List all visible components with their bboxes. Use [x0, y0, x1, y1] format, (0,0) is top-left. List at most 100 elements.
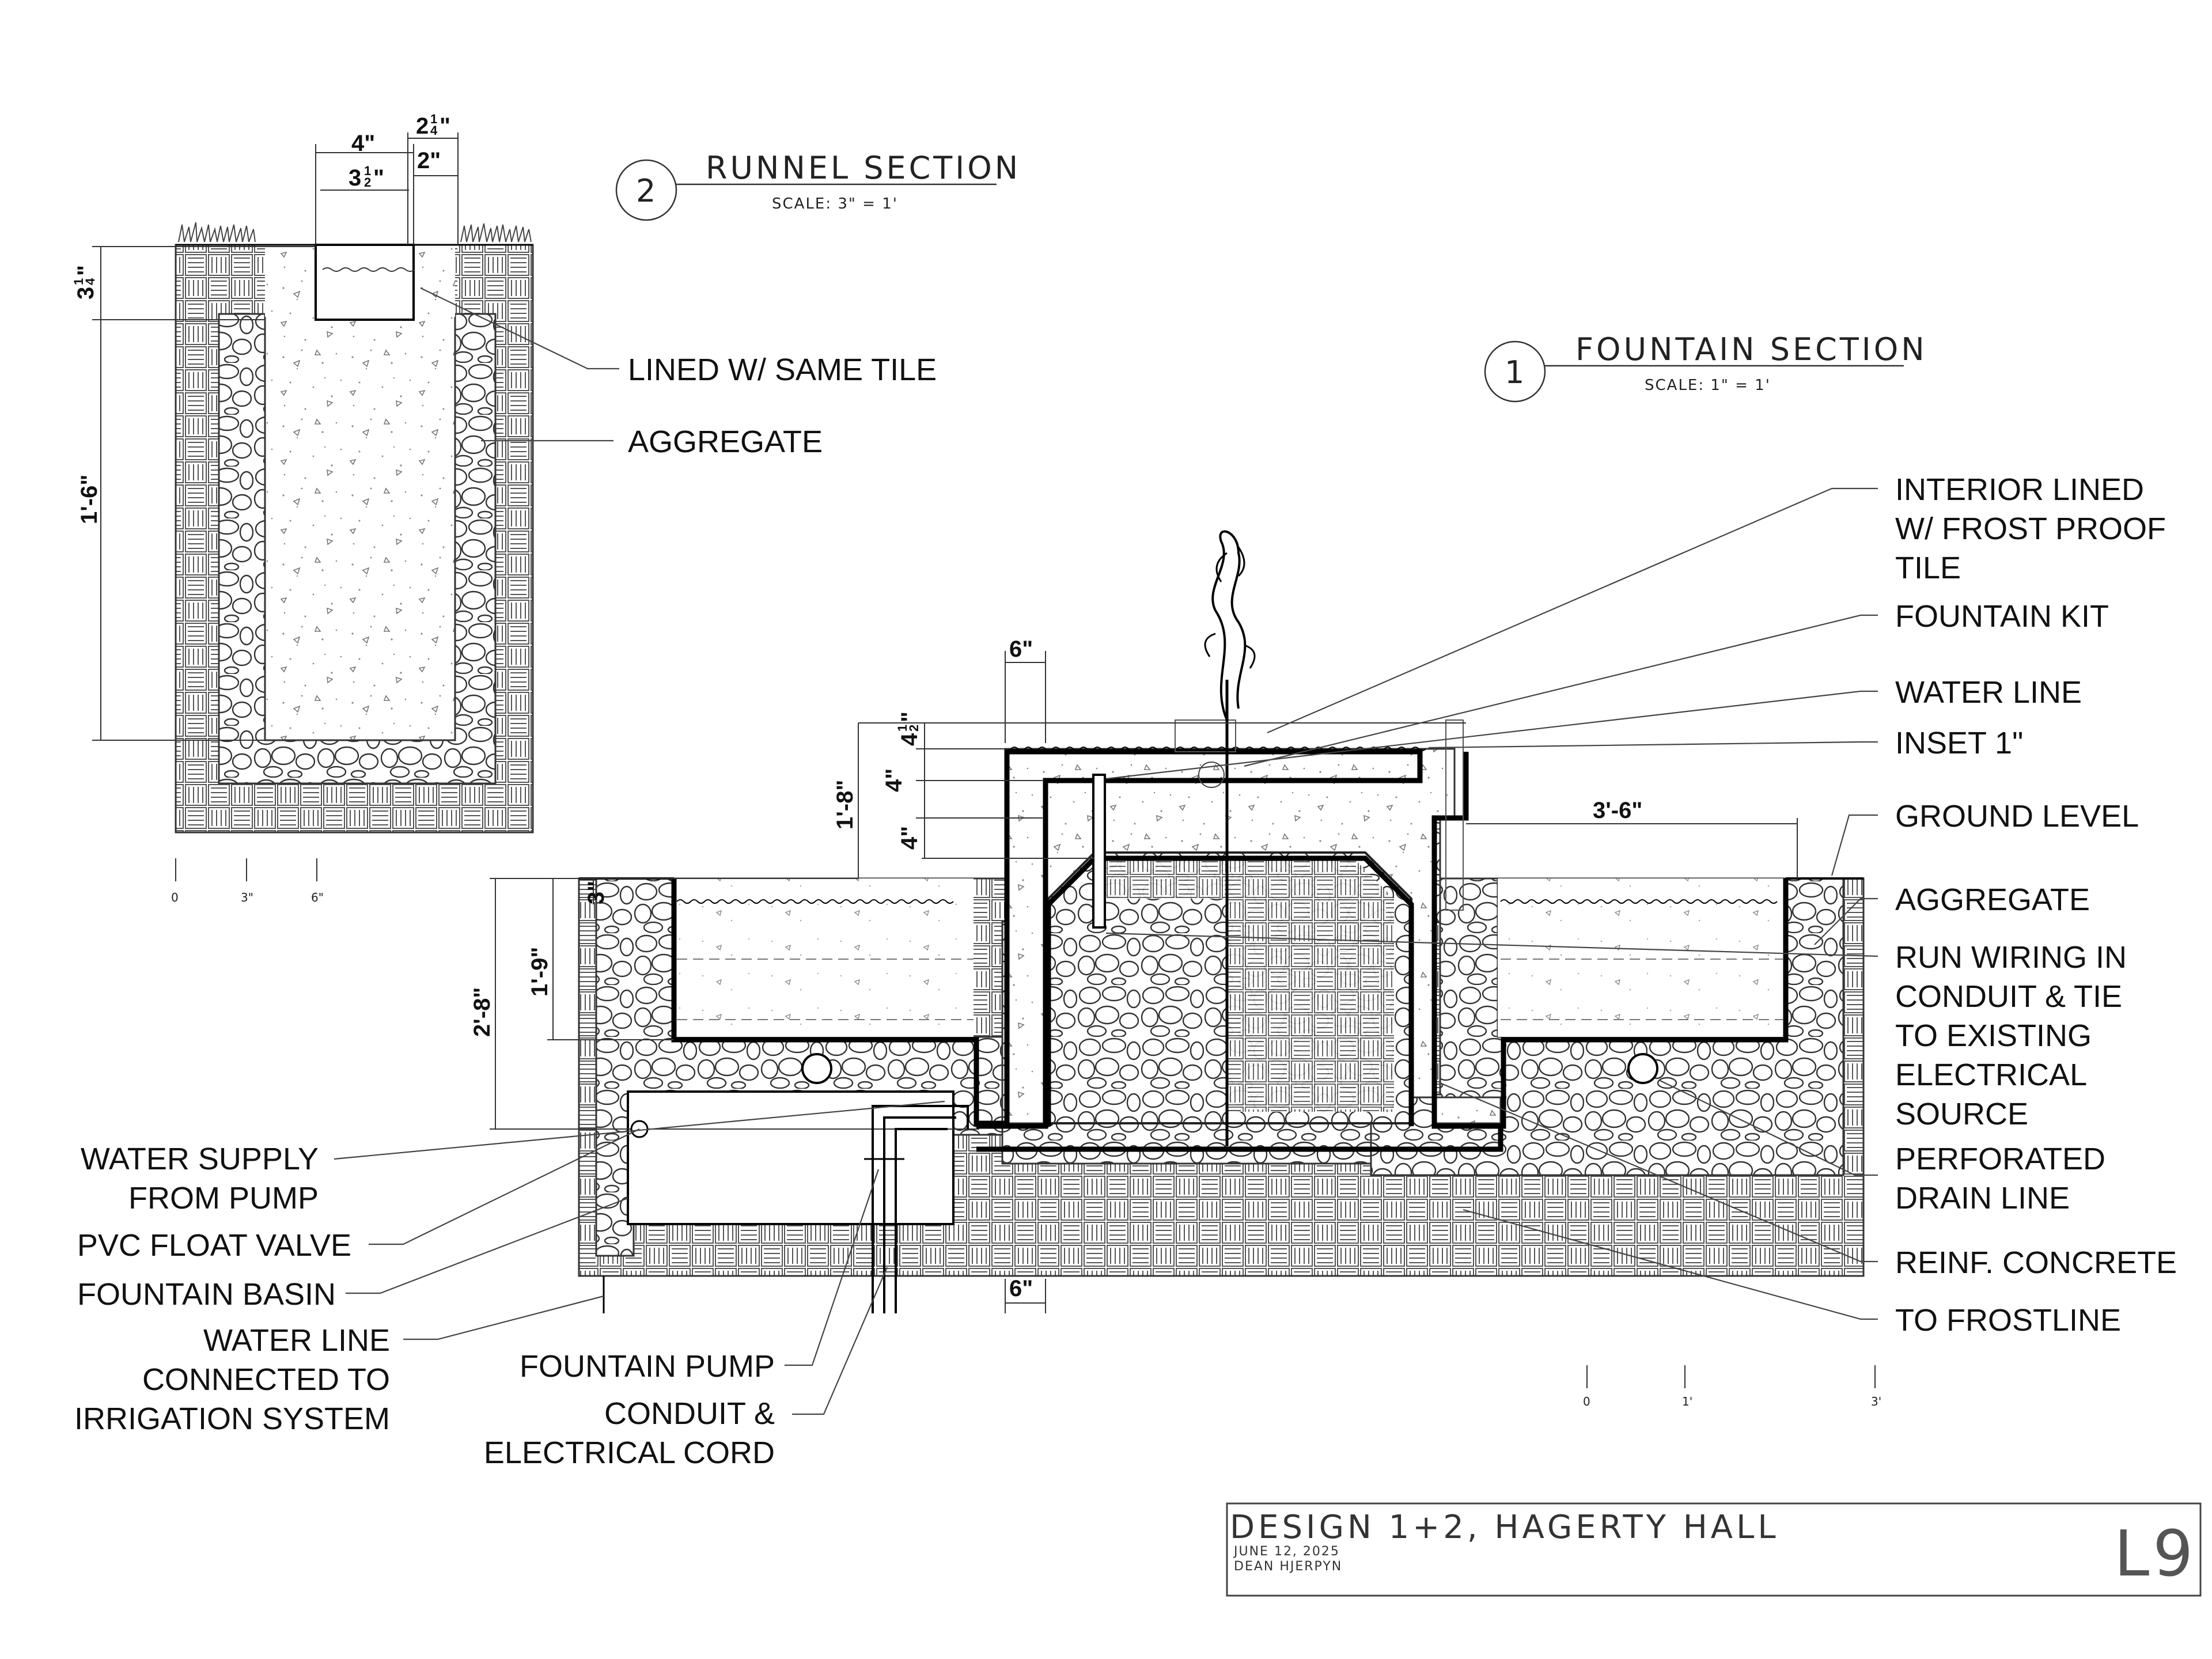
label-to-frostline: TO FROSTLINE: [1895, 1303, 2121, 1338]
fountain-inner-pool: [1046, 775, 1420, 844]
runnel-left-dimensions: [92, 246, 316, 741]
left-drain-line: [801, 1053, 832, 1084]
fountain-dim-3: 3": [584, 881, 609, 904]
runnel-water-surface: [322, 267, 415, 272]
label-water-line-irrig-1: WATER LINE: [203, 1323, 390, 1358]
right-pool-water-lines: [1501, 959, 1783, 1020]
runnel-concrete-core: [264, 313, 456, 741]
fountain-dim-3-6: 3'-6": [1593, 798, 1642, 823]
runnel-dim-4: 4": [351, 131, 375, 156]
label-perforated-2: DRAIN LINE: [1895, 1181, 2070, 1215]
svg-text:3: 3: [349, 165, 361, 191]
leader-lined: [420, 287, 619, 370]
label-wiring-4: ELECTRICAL: [1895, 1058, 2087, 1092]
fountain-dim-1-9: 1'-9": [527, 947, 552, 997]
left-callouts: WATER SUPPLY FROM PUMP PVC FLOAT VALVE F…: [74, 1142, 390, 1436]
label-fountain-basin: FOUNTAIN BASIN: [77, 1277, 336, 1312]
label-interior-lined-3: TILE: [1895, 551, 1961, 585]
runnel-scale-3in: 3": [241, 891, 253, 904]
center-callouts: FOUNTAIN PUMP CONDUIT & ELECTRICAL CORD: [484, 1349, 775, 1470]
fountain-scale-3ft: 3': [1871, 1395, 1881, 1408]
label-water-line-irrig-2: CONNECTED TO: [142, 1362, 390, 1397]
title-block-title: DESIGN 1+2, HAGERTY HALL: [1230, 1509, 1779, 1546]
title-block-author: DEAN HJERPYN: [1234, 1559, 1342, 1574]
sheet-number: L9: [2114, 1517, 2196, 1590]
fountain-dim-6-top: 6": [1009, 637, 1033, 662]
svg-text:2: 2: [416, 113, 429, 139]
label-aggregate-fountain: AGGREGATE: [1895, 882, 2090, 917]
svg-text:": ": [373, 165, 384, 191]
fountain-dim-1-8: 1'-8": [832, 780, 858, 830]
label-wiring-3: TO EXISTING: [1895, 1018, 2092, 1053]
fountain-kit-box: [1175, 719, 1236, 752]
svg-text:2: 2: [907, 725, 921, 732]
fountain-scale-1ft: 1': [1682, 1395, 1692, 1408]
runnel-top-dimensions: [315, 132, 459, 245]
label-water-line: WATER LINE: [1895, 675, 2082, 710]
fountain-dim-2-8: 2'-8": [469, 987, 495, 1037]
right-callouts: INTERIOR LINED W/ FROST PROOF TILE FOUNT…: [1895, 472, 2177, 1338]
title-block-date: JUNE 12, 2025: [1233, 1544, 1340, 1559]
fountain-nozzle-riser: [1092, 774, 1106, 929]
runnel-scale-bar: [175, 858, 317, 881]
label-pvc-float-valve: PVC FLOAT VALVE: [77, 1228, 351, 1263]
title-block: DESIGN 1+2, HAGERTY HALL JUNE 12, 2025 D…: [1226, 1502, 2202, 1597]
runnel-detail-bubble: [615, 159, 677, 221]
fountain-kit-head: [1198, 762, 1225, 788]
fountain-section: 6" 6" 4 1 2 " 4" 4" 1'-8" 3" 1'-9" 2'-8"…: [74, 331, 2177, 1470]
runnel-scale-0: 0: [171, 891, 179, 904]
svg-text:4: 4: [83, 278, 97, 285]
fountain-detail-number: 1: [1505, 354, 1527, 391]
fountain-center-plinth: [1106, 858, 1394, 1112]
label-inset: INSET 1": [1895, 726, 2023, 760]
fountain-basin: [627, 1090, 955, 1225]
right-leaders: [1105, 487, 1878, 1320]
svg-text:2: 2: [364, 175, 371, 190]
fountain-section-scale: SCALE: 1" = 1': [1645, 377, 1771, 394]
svg-text:1: 1: [71, 278, 86, 285]
svg-text:1: 1: [364, 164, 371, 178]
fountain-liner-right: [1431, 752, 1789, 1129]
runnel-dim-2-quarter: 2 1 4 ": [416, 112, 450, 139]
label-interior-lined-1: INTERIOR LINED: [1895, 472, 2144, 507]
label-wiring-5: SOURCE: [1895, 1097, 2028, 1131]
left-pool-water-lines: [677, 959, 974, 1020]
label-ground-level: GROUND LEVEL: [1895, 799, 2139, 834]
fountain-dim-4-half: 4 1 2 ": [895, 711, 922, 746]
label-aggregate-runnel: AGGREGATE: [628, 425, 823, 459]
fountain-dim-6-bottom: 6": [1009, 1276, 1033, 1301]
left-leaders: [334, 1100, 945, 1340]
svg-text:3: 3: [73, 287, 99, 300]
center-leaders: [785, 1169, 888, 1415]
left-reflecting-pool: [674, 878, 974, 1037]
svg-text:": ": [897, 711, 922, 722]
runnel-section: 4" 3 1 2 " 2 1 4 " 2" 3 1 4 " 1'-6": [71, 112, 1021, 904]
runnel-detail-number: 2: [636, 173, 658, 209]
runnel-section-scale: SCALE: 3" = 1': [772, 195, 898, 213]
label-water-supply-1: WATER SUPPLY: [81, 1142, 319, 1176]
label-conduit-1: CONDUIT &: [604, 1396, 775, 1431]
tile-rims: [676, 747, 1778, 904]
fountain-dim-4-a: 4": [881, 768, 907, 792]
label-fountain-kit: FOUNTAIN KIT: [1895, 599, 2109, 634]
label-fountain-pump: FOUNTAIN PUMP: [520, 1349, 775, 1384]
runnel-channel: [315, 244, 415, 321]
svg-text:4: 4: [897, 733, 922, 746]
svg-text:4: 4: [430, 123, 438, 138]
right-reflecting-pool: [1498, 878, 1786, 1037]
label-water-supply-2: FROM PUMP: [128, 1181, 319, 1215]
fountain-scale-bar: [1586, 1365, 1876, 1388]
runnel-section-title: RUNNEL SECTION: [706, 150, 1021, 186]
runnel-dim-2: 2": [417, 148, 441, 173]
svg-text:1: 1: [895, 725, 910, 732]
label-reinf-concrete: REINF. CONCRETE: [1895, 1245, 2177, 1280]
runnel-dim-3-half: 3 1 2 ": [349, 164, 384, 191]
fountain-detail-bubble: [1484, 340, 1546, 403]
runnel-scale-6in: 6": [311, 891, 324, 904]
grass-tufts: [178, 222, 532, 243]
label-lined-tile: LINED W/ SAME TILE: [628, 353, 937, 387]
fountain-dimensions: [490, 651, 1798, 1313]
title-block-frame: [1226, 1502, 2202, 1597]
label-wiring-1: RUN WIRING IN: [1895, 940, 2127, 975]
